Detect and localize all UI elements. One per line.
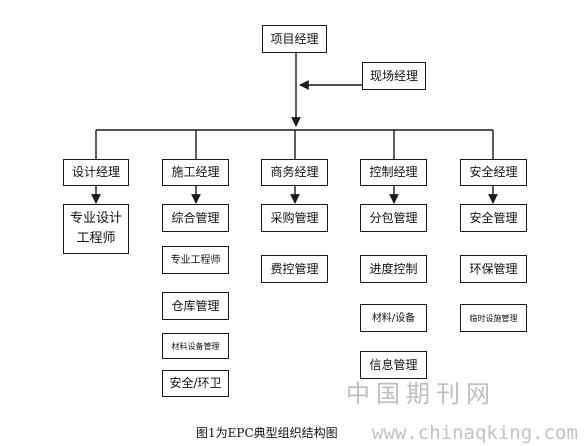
subcontract-management-box: 分包管理 — [360, 204, 427, 232]
schedule-control-box: 进度控制 — [360, 255, 427, 283]
environmental-management-box: 环保管理 — [460, 255, 527, 283]
information-management-box: 信息管理 — [360, 351, 427, 379]
safety-management-box: 安全管理 — [460, 204, 527, 232]
watermark-site-name: 中国期刊网 — [346, 380, 496, 408]
general-management-box: 综合管理 — [162, 204, 229, 232]
materials-equipment-box: 材料/设备 — [360, 304, 427, 332]
temporary-facilities-management-box: 临时设施管理 — [460, 304, 527, 332]
project-manager-box: 项目经理 — [262, 25, 327, 53]
site-manager-box: 现场经理 — [362, 62, 426, 90]
safety-sanitation-box: 安全/环卫 — [162, 370, 229, 397]
cost-control-management-box: 费控管理 — [261, 255, 328, 283]
safety-manager-box: 安全经理 — [460, 159, 527, 186]
design-manager-box: 设计经理 — [63, 159, 129, 186]
control-manager-box: 控制经理 — [360, 159, 427, 186]
warehouse-management-box: 仓库管理 — [162, 292, 229, 320]
commercial-manager-box: 商务经理 — [261, 159, 328, 186]
specialty-engineer-box: 专业工程师 — [162, 246, 229, 274]
construction-manager-box: 施工经理 — [162, 159, 229, 186]
watermark-url: www.chinaqking.com — [372, 422, 578, 444]
procurement-management-box: 采购管理 — [261, 204, 328, 232]
figure-caption: 图1为EPC典型组织结构图 — [196, 426, 338, 440]
materials-equipment-management-box: 材料设备管理 — [162, 333, 229, 359]
design-engineer-box: 专业设计 工程师 — [63, 204, 129, 254]
